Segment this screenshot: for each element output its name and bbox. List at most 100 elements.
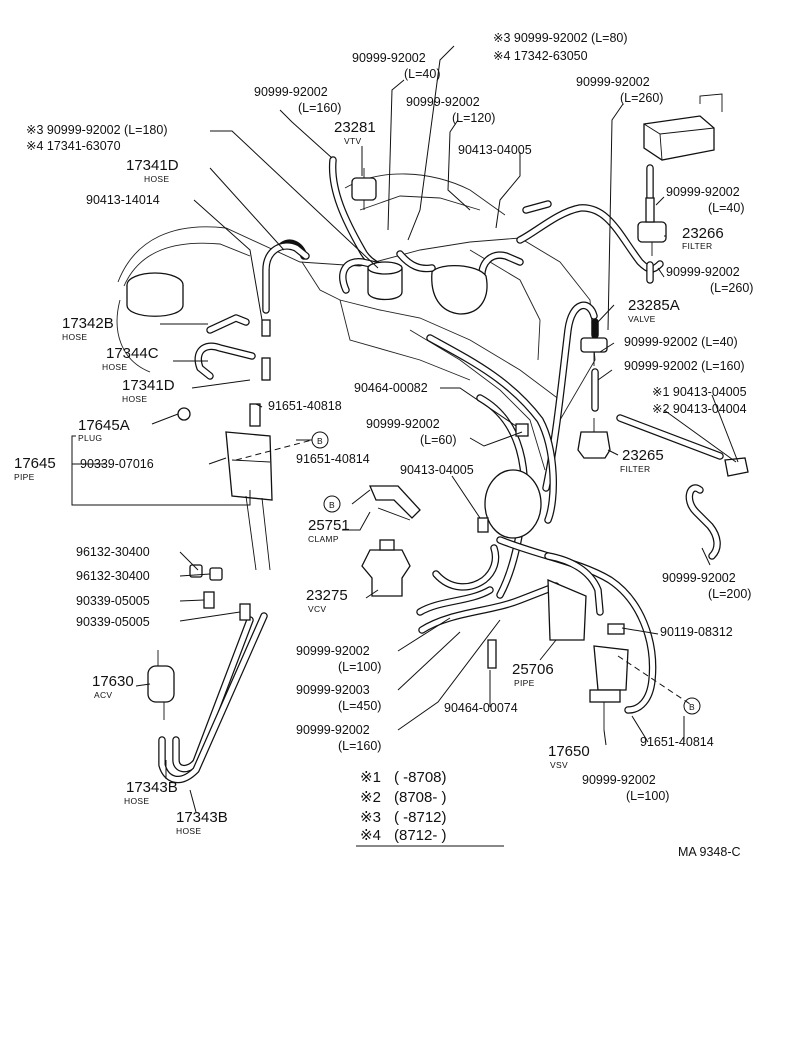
label-91651-40814: 91651-40814 (640, 735, 714, 749)
component-plug-17645a (177, 407, 191, 421)
label-17645: 17645 (14, 455, 56, 472)
component-pipe-17645 (225, 403, 273, 571)
label-length: (L=100) (626, 789, 669, 803)
label-length: (L=160) (338, 739, 381, 753)
label-17342b: 17342B (62, 315, 114, 332)
label-length: (L=450) (338, 699, 381, 713)
ref-marker-b-2: B (323, 495, 341, 513)
label-90999-92002: 90999-92002 (366, 417, 440, 431)
label-23281: 23281 (334, 119, 376, 136)
label-hose: HOSE (102, 362, 127, 372)
component-pipe-25706 (547, 579, 587, 641)
label-90999-92002: 90999-92002 (666, 265, 740, 279)
label-filter: FILTER (682, 241, 712, 251)
label-90339-07016: 90339-07016 (80, 457, 154, 471)
label-90999-92002: 90999-92002 (666, 185, 740, 199)
label-length: (L=120) (452, 111, 495, 125)
label-90999-92002-l40: 90999-92002 (L=40) (624, 335, 738, 349)
label-17343b: 17343B (176, 809, 228, 826)
label-23265: 23265 (622, 447, 664, 464)
label-17650: 17650 (548, 743, 590, 760)
label-hose: HOSE (176, 826, 201, 836)
component-clamp-25751 (369, 485, 421, 521)
label-17341-63070: ※4 17341-63070 (26, 139, 121, 153)
component-air-cleaner-cap (126, 272, 184, 317)
note-mark: ※3 (360, 809, 381, 826)
label-90999-92002: 90999-92002 (662, 571, 736, 585)
label-90413-04005-n1: ※1 90413-04005 (652, 385, 747, 399)
label-90999-92002: 90999-92002 (406, 95, 480, 109)
note-mark: ※4 (360, 827, 381, 844)
ref-marker-b-3: B (683, 697, 701, 715)
svg-text:B: B (689, 702, 695, 712)
label-length: (L=260) (710, 281, 753, 295)
svg-text:B: B (329, 500, 335, 510)
component-filter-23265 (577, 418, 611, 459)
label-25706: 25706 (512, 661, 554, 678)
component-vtv-23281 (351, 168, 377, 210)
label-hose: HOSE (122, 394, 147, 404)
label-17645a: 17645A (78, 417, 130, 434)
label-acv: ACV (94, 690, 112, 700)
label-23266: 23266 (682, 225, 724, 242)
label-96132-30400: 96132-30400 (76, 545, 150, 559)
diagram-id: MA 9348-C (678, 845, 741, 859)
label-17343b: 17343B (126, 779, 178, 796)
label-91651-40818: 91651-40818 (268, 399, 342, 413)
label-plug: PLUG (78, 433, 102, 443)
part-labels: ※3 90999-92002 (L=80) ※4 17342-63050 909… (14, 31, 753, 836)
label-90999-92002: 90999-92002 (254, 85, 328, 99)
label-90999-92002: 90999-92002 (582, 773, 656, 787)
label-pipe: PIPE (514, 678, 535, 688)
component-throttle-body (367, 261, 488, 315)
label-vtv: VTV (344, 136, 361, 146)
component-valve-23285a (580, 326, 608, 366)
label-pipe: PIPE (14, 472, 35, 482)
label-90999-92003: 90999-92003 (296, 683, 370, 697)
label-hose: HOSE (62, 332, 87, 342)
ref-marker-b-1: B (311, 431, 329, 449)
component-filter-23266-connector (724, 457, 749, 477)
label-length: (L=200) (708, 587, 751, 601)
label-90119-08312: 90119-08312 (660, 625, 733, 639)
label-90999-92002-l180: ※3 90999-92002 (L=180) (26, 123, 168, 137)
label-17341d: 17341D (126, 157, 179, 174)
label-vsv: VSV (550, 760, 568, 770)
note-mark: ※1 (360, 769, 381, 786)
note-mark: ※2 (360, 789, 381, 806)
label-vcv: VCV (308, 604, 326, 614)
label-length: (L=100) (338, 660, 381, 674)
note-text: (8708- ) (394, 789, 447, 806)
applicability-notes: ※1 ( -8708) ※2 (8708- ) ※3 ( -8712) ※4 (… (356, 769, 504, 847)
label-90999-92002: 90999-92002 (296, 723, 370, 737)
label-90999-92002-l80: ※3 90999-92002 (L=80) (493, 31, 628, 45)
leader-lines (71, 45, 739, 813)
label-90413-14014: 90413-14014 (86, 193, 160, 207)
label-90464-00082: 90464-00082 (354, 381, 428, 395)
label-90999-92002: 90999-92002 (296, 644, 370, 658)
label-length: (L=40) (708, 201, 744, 215)
label-clamp: CLAMP (308, 534, 339, 544)
label-23275: 23275 (306, 587, 348, 604)
label-90999-92002-l160: 90999-92002 (L=160) (624, 359, 745, 373)
label-length: (L=260) (620, 91, 663, 105)
label-filter: FILTER (620, 464, 650, 474)
note-text: ( -8712) (394, 809, 447, 826)
component-charcoal-canister (643, 93, 723, 161)
component-vcv-23275 (361, 539, 411, 597)
label-length: (L=160) (298, 101, 341, 115)
label-90339-05005: 90339-05005 (76, 594, 150, 608)
label-hose: HOSE (144, 174, 169, 184)
label-90413-04004-n2: ※2 90413-04004 (652, 402, 747, 416)
note-text: ( -8708) (394, 769, 447, 786)
component-acv-17630 (147, 650, 175, 720)
label-17630: 17630 (92, 673, 134, 690)
svg-text:B: B (317, 436, 323, 446)
label-17344c: 17344C (106, 345, 159, 362)
label-17342-63050: ※4 17342-63050 (493, 49, 588, 63)
label-25751: 25751 (308, 517, 350, 534)
label-91651-40814: 91651-40814 (296, 452, 370, 466)
label-90339-05005: 90339-05005 (76, 615, 150, 629)
